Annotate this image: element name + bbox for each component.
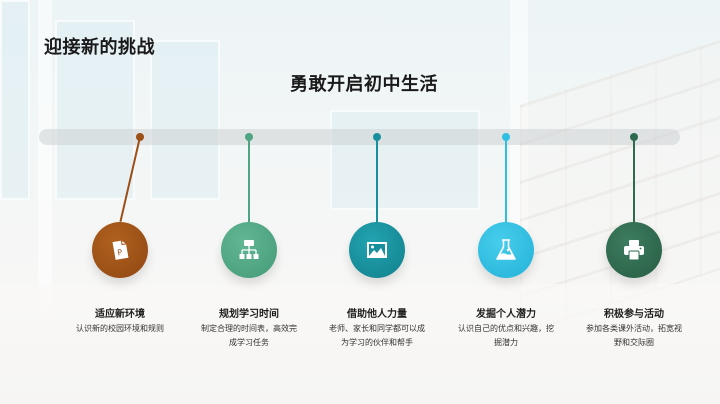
slide-subtitle: 勇敢开启初中生活	[290, 74, 438, 95]
timeline-connector	[505, 137, 507, 224]
step-description: 参加各类课外活动，拓宽视野和交际圈	[586, 324, 682, 347]
timeline-connector	[633, 137, 635, 224]
step-icon-circle[interactable]	[478, 222, 534, 278]
hierarchy-chart-icon	[239, 240, 259, 259]
timeline-step-4: 发掘个人潜力 认识自己的优点和兴趣，挖掘潜力	[441, 0, 571, 404]
step-description: 认识新的校园环境和规则	[76, 324, 164, 333]
image-icon	[367, 242, 387, 258]
step-icon-circle[interactable]	[606, 222, 662, 278]
slide-title: 迎接新的挑战	[44, 37, 155, 58]
step-icon-circle[interactable]	[349, 222, 405, 278]
timeline-bar	[39, 129, 680, 145]
step-description: 认识自己的优点和兴趣，挖掘潜力	[458, 324, 554, 347]
step-label: 积极参与活动	[604, 309, 664, 320]
flask-icon	[496, 239, 516, 260]
timeline-step-3: 借助他人力量 老师、家长和同学都可以成为学习的伙伴和帮手	[312, 0, 442, 404]
timeline-step-1: P 适应新环境 认识新的校园环境和规则	[55, 0, 185, 404]
timeline-step-2: 规划学习时间 制定合理的时间表，高效完成学习任务	[184, 0, 314, 404]
timeline-step-5: 积极参与活动 参加各类课外活动，拓宽视野和交际圈	[569, 0, 699, 404]
step-description: 制定合理的时间表，高效完成学习任务	[201, 324, 297, 347]
step-label: 发掘个人潜力	[476, 309, 536, 320]
step-label: 借助他人力量	[347, 309, 407, 320]
step-label: 规划学习时间	[219, 309, 279, 320]
timeline-connector	[248, 137, 250, 224]
step-description: 老师、家长和同学都可以成为学习的伙伴和帮手	[329, 324, 425, 347]
timeline-connector	[119, 136, 141, 222]
step-label: 适应新环境	[95, 309, 145, 320]
printer-icon	[624, 240, 644, 261]
step-icon-circle[interactable]: P	[92, 222, 148, 278]
step-icon-circle[interactable]	[221, 222, 277, 278]
svg-text:P: P	[117, 248, 123, 258]
timeline-connector	[376, 137, 378, 224]
powerpoint-file-icon: P	[112, 240, 129, 260]
